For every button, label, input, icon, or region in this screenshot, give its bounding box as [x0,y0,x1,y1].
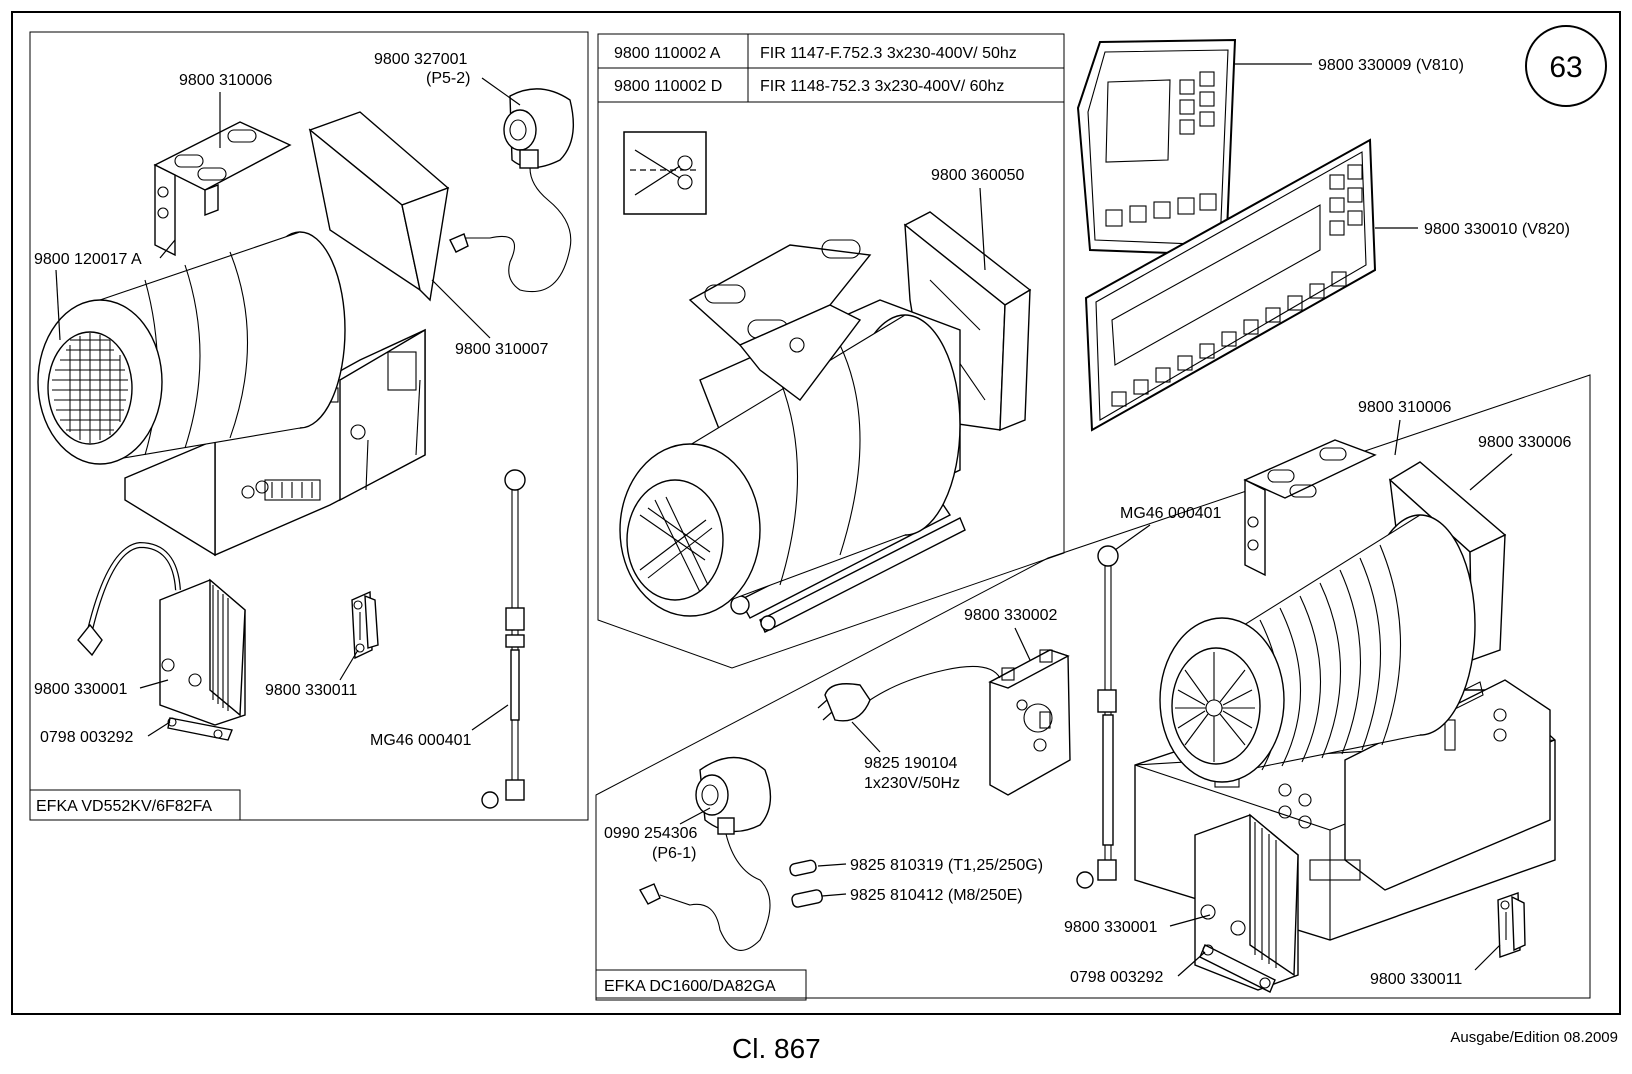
left-labels: 9800 310006 9800 327001 (P5-2) 9800 1200… [34,51,549,749]
right-control-box [1194,813,1299,993]
label-left-rod: MG46 000401 [370,732,472,749]
right-panel-title: EFKA DC1600/DA82GA [604,978,776,995]
footer-edition: Ausgabe/Edition 08.2009 [1450,1029,1618,1046]
label-right-sensor: 0990 254306 [604,825,698,842]
right-plug [1497,892,1526,958]
label-right-cable: 9825 190104 [864,755,958,772]
label-right-cover: 9800 330006 [1478,434,1572,451]
right-speed-sensor [639,756,772,951]
label-left-cover: 9800 310007 [455,341,549,358]
left-control-box [77,541,246,741]
label-middle-motor: 9800 360050 [931,167,1025,184]
outer-frame [11,11,1621,1015]
label-right-rod: MG46 000401 [1120,505,1222,522]
table-row1-part: 9800 110002 A [614,45,721,62]
left-motor-drawing [37,111,450,557]
footer-model: Cl. 867 [732,1033,821,1064]
label-left-sensor: 9800 327001 [374,51,468,68]
right-fuses [789,859,823,908]
left-panel-frame [29,31,589,821]
page-number: 63 [1549,51,1582,84]
label-right-fuse2: 9825 810412 (M8/250E) [850,887,1023,904]
label-right-sensor-sub: (P6-1) [652,845,696,862]
left-panel-title: EFKA VD552KV/6F82FA [36,798,212,815]
label-right-bracket: 9800 310006 [1358,399,1452,416]
right-rod [1076,545,1119,889]
scissors-icon [623,131,707,215]
motor-variant-table: 9800 110002 A FIR 1147-F.752.3 3x230-400… [597,33,1065,103]
left-plug [351,590,379,660]
right-power-unit [988,649,1071,796]
label-left-motor: 9800 120017 A [34,251,142,268]
table-row2-desc: FIR 1148-752.3 3x230-400V/ 60hz [760,78,1004,95]
right-panel-frame [595,374,1591,999]
label-left-sensor-sub: (P5-2) [426,70,470,87]
label-right-screw: 0798 003292 [1070,969,1164,986]
label-panel-v820: 9800 330010 (V820) [1424,221,1570,238]
label-left-screw: 0798 003292 [40,729,134,746]
label-right-unit: 9800 330002 [964,607,1058,624]
left-speed-sensor [449,88,575,293]
label-right-fuse1: 9825 810319 (T1,25/250G) [850,857,1043,874]
middle-motor-drawing [619,211,1032,633]
label-panel-v810: 9800 330009 (V810) [1318,57,1464,74]
page-number-badge: 63 [1525,25,1607,107]
label-left-control: 9800 330001 [34,681,128,698]
label-right-plug: 9800 330011 [1370,971,1462,988]
left-rod [481,469,526,809]
table-row1-desc: FIR 1147-F.752.3 3x230-400V/ 50hz [760,45,1017,62]
left-panel-title-box [29,789,241,821]
control-panel-v820 [1084,138,1377,432]
right-mains-plug [817,665,1001,722]
table-row2-part: 9800 110002 D [614,78,722,95]
label-right-control: 9800 330001 [1064,919,1158,936]
control-panel-v810 [1076,38,1237,257]
label-right-cable-sub: 1x230V/50Hz [864,775,960,792]
label-left-plug: 9800 330011 [265,682,357,699]
right-panel-title-box [595,969,807,1001]
right-labels: 9800 310006 9800 330006 MG46 000401 9800… [604,399,1572,988]
label-left-bracket: 9800 310006 [179,72,273,89]
